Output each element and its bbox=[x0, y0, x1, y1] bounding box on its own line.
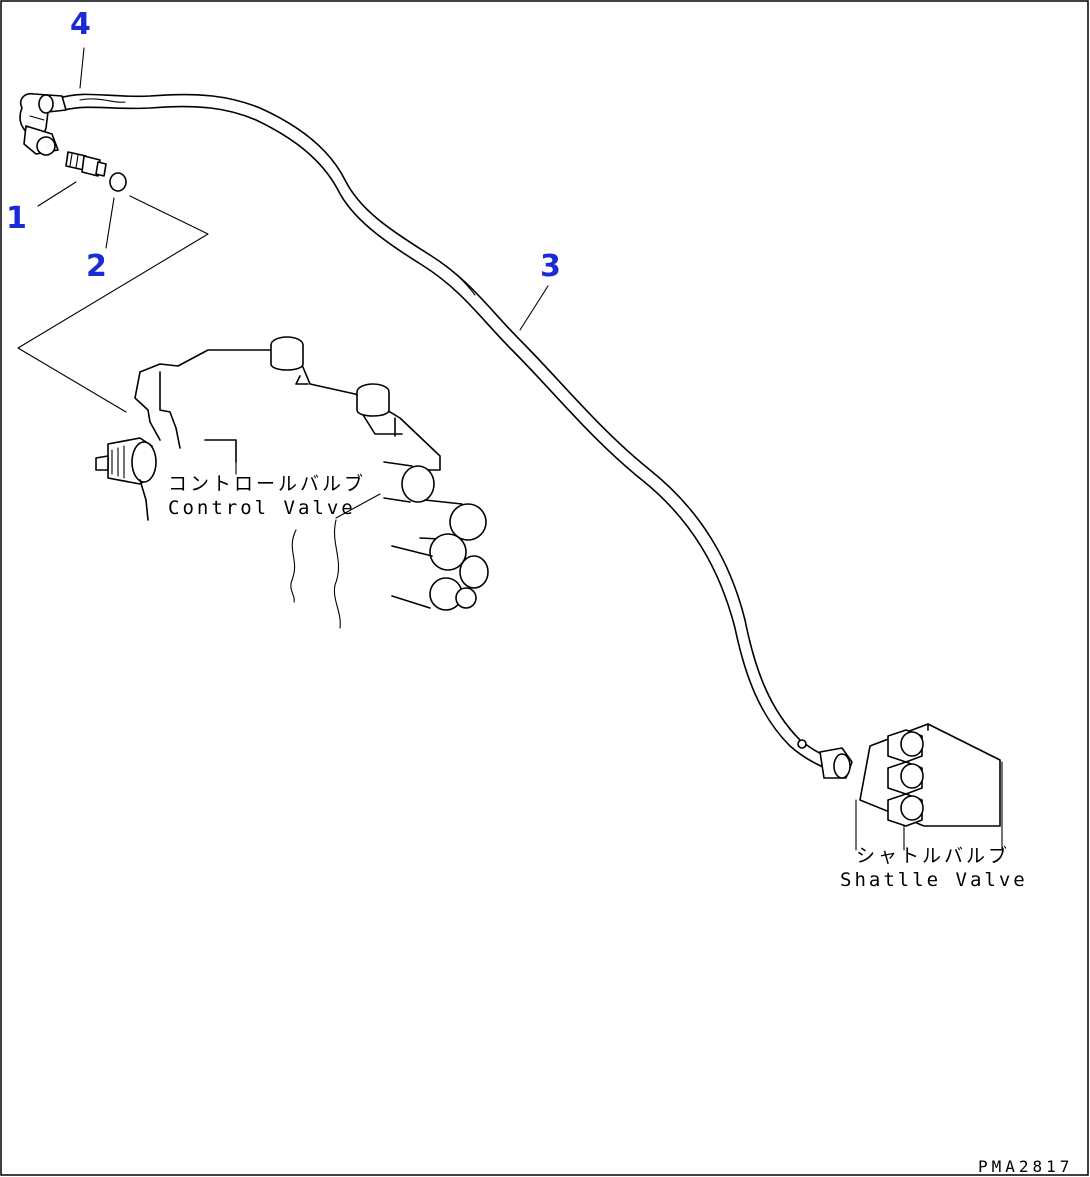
hose-part-3[interactable] bbox=[59, 93, 841, 773]
control-valve-drawing bbox=[95, 336, 489, 629]
callout-4: 4 bbox=[70, 7, 91, 42]
callout-2: 2 bbox=[86, 249, 107, 284]
control-valve-label-jp: コントロールバルブ bbox=[168, 472, 366, 495]
callout-3: 3 bbox=[540, 249, 561, 284]
o-ring-part-2[interactable] bbox=[109, 172, 127, 192]
connector-part-1[interactable] bbox=[65, 151, 107, 177]
shuttle-valve-drawing bbox=[797, 723, 1001, 827]
elbow-fitting-part-4[interactable] bbox=[19, 92, 67, 156]
callout-1: 1 bbox=[6, 201, 27, 236]
control-valve-label-en: Control Valve bbox=[168, 497, 356, 519]
shuttle-valve-label-jp: シャトルバルブ bbox=[856, 844, 1010, 867]
shuttle-valve-label-en: Shatlle Valve bbox=[840, 869, 1028, 891]
leader-lines bbox=[17, 47, 1003, 851]
drawing-code: PMA2817 bbox=[978, 1157, 1073, 1176]
